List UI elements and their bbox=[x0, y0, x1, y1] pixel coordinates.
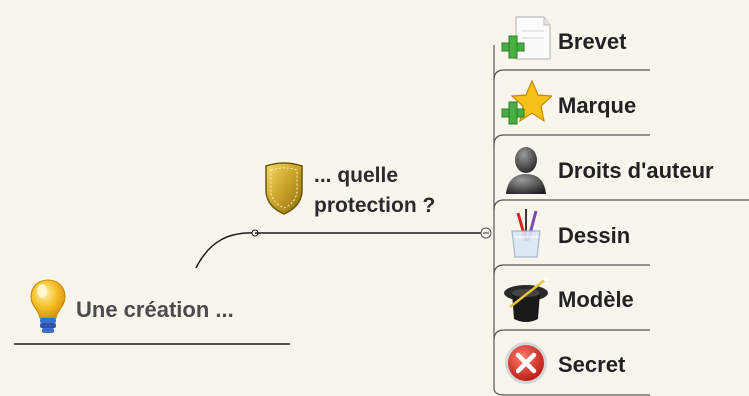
leaf-brevet[interactable]: Brevet bbox=[500, 14, 626, 70]
root-node[interactable]: Une création ... bbox=[30, 278, 234, 342]
leaf-label: Modèle bbox=[558, 287, 634, 312]
leaf-label: Droits d'auteur bbox=[558, 158, 714, 183]
person-bust-icon bbox=[500, 142, 552, 201]
leaf-marque[interactable]: Marque bbox=[500, 78, 636, 134]
root-branch-connector bbox=[195, 232, 256, 269]
leaf-label: Secret bbox=[558, 352, 626, 377]
star-add-icon bbox=[500, 77, 554, 136]
root-label: Une création ... bbox=[76, 297, 234, 322]
leaf-connectors bbox=[493, 69, 749, 396]
pencil-cup-icon bbox=[500, 207, 552, 266]
leaf-label: Dessin bbox=[558, 223, 631, 248]
leaf-modele[interactable]: Modèle bbox=[500, 272, 634, 328]
lightbulb-icon bbox=[30, 278, 66, 343]
document-add-icon bbox=[500, 13, 552, 72]
magic-hat-icon bbox=[500, 271, 552, 330]
branch-node[interactable]: ... quelle protection ? bbox=[262, 160, 435, 221]
shield-icon bbox=[262, 160, 306, 221]
leaf-dessin[interactable]: Dessin bbox=[500, 208, 630, 264]
leaf-label: Brevet bbox=[558, 29, 627, 54]
leaf-label: Marque bbox=[558, 93, 637, 118]
leaf-secret[interactable]: Secret bbox=[500, 337, 625, 393]
branch-label: ... quelle protection ? bbox=[314, 163, 436, 217]
collapse-minus-icon[interactable] bbox=[480, 227, 492, 239]
leaf-droits-auteur[interactable]: Droits d'auteur bbox=[500, 143, 714, 199]
red-x-icon bbox=[500, 336, 552, 395]
